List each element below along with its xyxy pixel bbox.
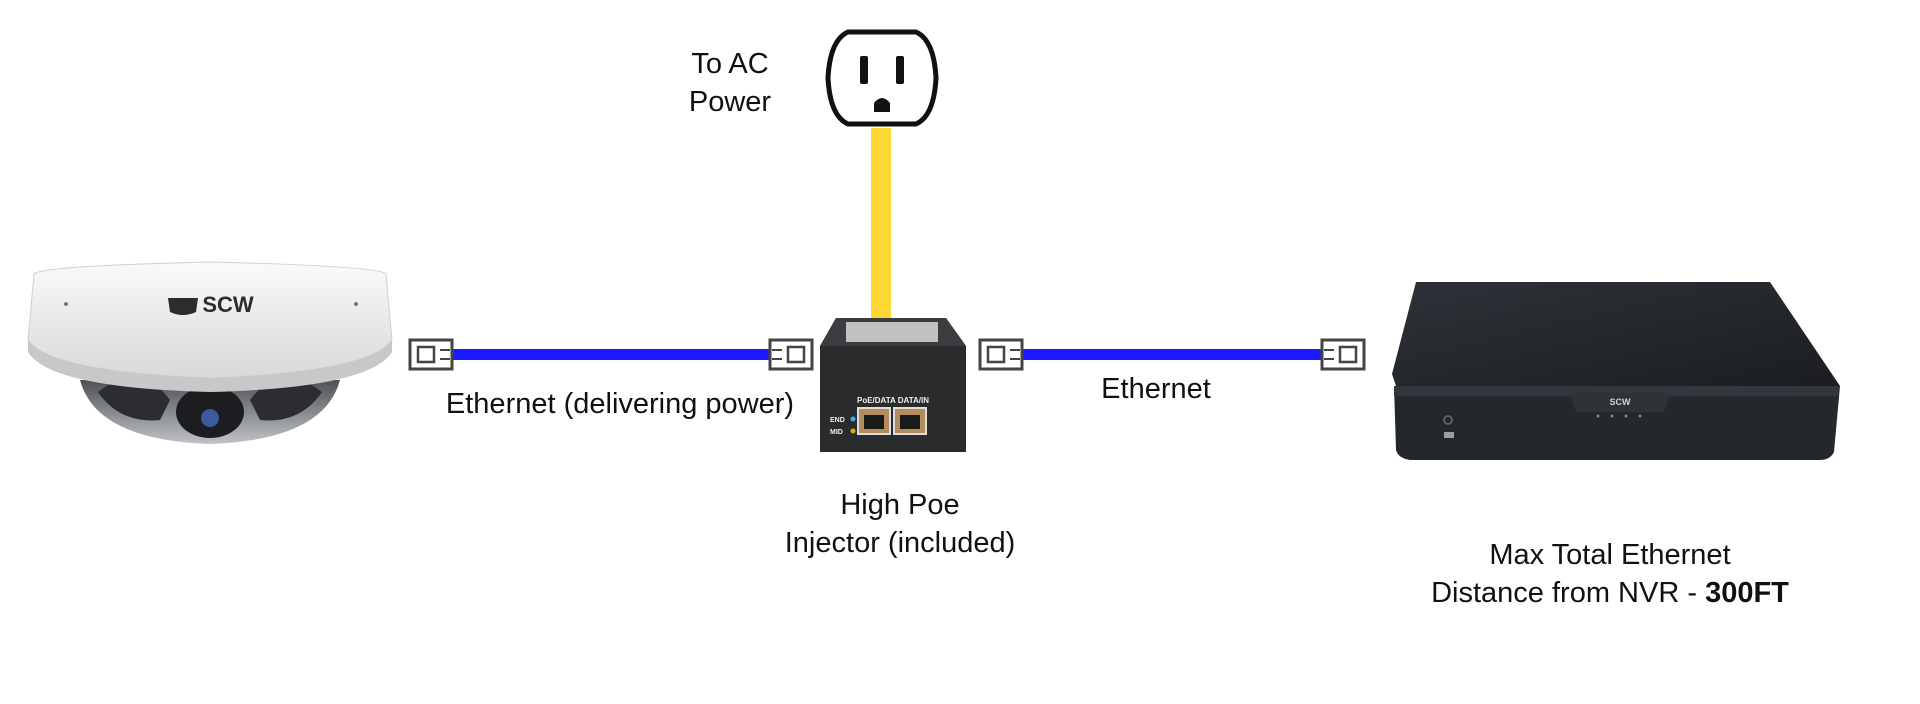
- rj45-connector-icon: [1320, 338, 1366, 371]
- ac-power-label-line1: To AC: [691, 48, 769, 80]
- camera-brand: SCW: [202, 292, 254, 317]
- ethernet-cable-power: [408, 338, 814, 371]
- distance-value: 300FT: [1705, 577, 1789, 609]
- ethernet-power-label: Ethernet (delivering power): [445, 388, 795, 420]
- distance-note-prefix: Distance from NVR -: [1431, 577, 1706, 609]
- distance-note-line1: Max Total Ethernet: [1489, 539, 1731, 571]
- rj45-connector-icon: [978, 338, 1024, 371]
- distance-note: Max Total Ethernet Distance from NVR - 3…: [1380, 536, 1840, 612]
- scw-logo-icon: [168, 298, 198, 315]
- ac-outlet-icon: [825, 29, 939, 127]
- rj45-connector-icon: [408, 338, 454, 371]
- injector-led-end-label: END: [830, 417, 845, 424]
- distance-note-line2: Distance from NVR - 300FT: [1380, 574, 1840, 612]
- power-button-icon: [1443, 415, 1453, 425]
- nvr-led: [1596, 414, 1600, 418]
- power-cable: [871, 128, 891, 326]
- ethernet-label: Ethernet: [1101, 373, 1211, 405]
- nvr-brand: SCW: [1610, 397, 1632, 407]
- nvr-recorder: SCW: [1392, 282, 1840, 460]
- ac-power-label: To AC Power: [670, 45, 790, 121]
- dome-camera: SCW: [27, 261, 393, 444]
- poe-injector: PoE/DATA DATA/IN END MID: [820, 318, 966, 452]
- usb-port: [1444, 432, 1454, 438]
- ethernet-cable: [978, 338, 1366, 371]
- rj45-connector-icon: [768, 338, 814, 371]
- nvr-led: [1610, 414, 1614, 418]
- nvr-led: [1624, 414, 1628, 418]
- injector-led-mid-label: MID: [830, 429, 843, 436]
- injector-label-line1: High Poe: [840, 489, 960, 521]
- ac-power-label-line2: Power: [688, 86, 772, 118]
- injector-label-line2: Injector (included): [784, 527, 1016, 559]
- injector-port-label: PoE/DATA DATA/IN: [857, 396, 929, 405]
- nvr-led: [1638, 414, 1642, 418]
- injector-label: High Poe Injector (included): [740, 486, 1060, 562]
